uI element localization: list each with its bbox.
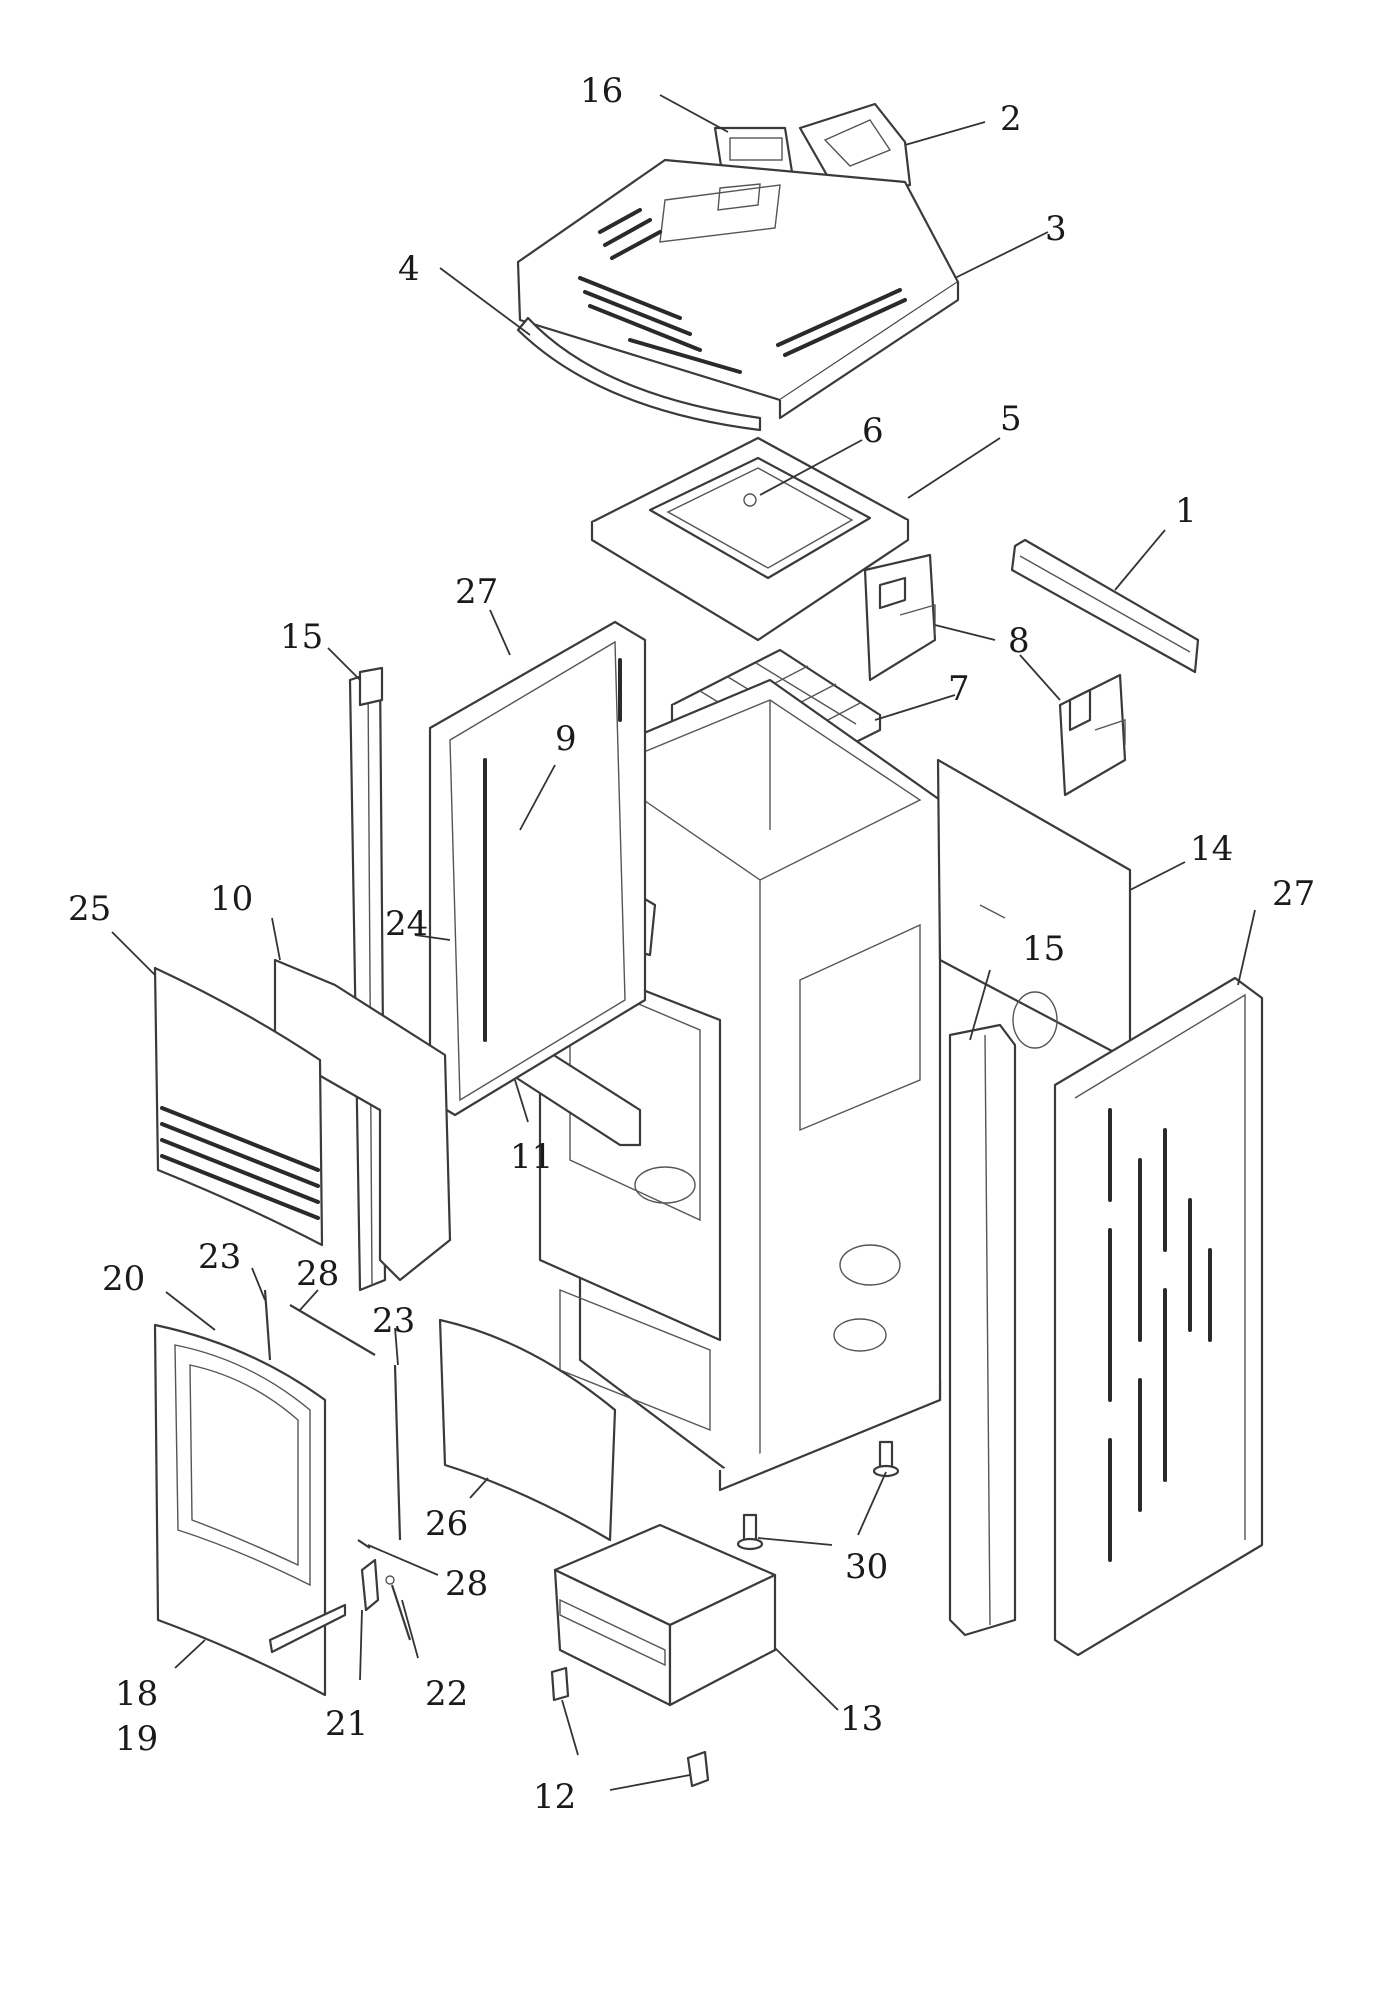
part-22-screw — [385, 1575, 412, 1641]
callout-21: 21 — [325, 1704, 368, 1744]
callout-18: 18 — [115, 1674, 158, 1714]
callout-25: 25 — [68, 889, 111, 929]
callout-28-upper: 28 — [296, 1254, 339, 1294]
callout-28-lower: 28 — [445, 1564, 488, 1604]
callout-9: 9 — [555, 719, 577, 759]
callout-27-left: 27 — [455, 572, 498, 612]
callout-15-left: 15 — [280, 617, 323, 657]
part-18-19-door — [153, 1323, 347, 1697]
callout-1: 1 — [1175, 491, 1197, 531]
part-13-ash-drawer — [553, 1523, 777, 1707]
callout-8: 8 — [1008, 621, 1030, 661]
callout-11: 11 — [510, 1137, 553, 1177]
part-14-rear-panel — [936, 758, 1132, 1062]
part-3-top-cover — [516, 158, 960, 420]
callout-14: 14 — [1190, 829, 1233, 869]
part-23-rod-left — [263, 1289, 272, 1361]
callout-3: 3 — [1045, 209, 1067, 249]
part-25-front-grille — [153, 966, 324, 1247]
part-30-foot-b — [872, 1440, 900, 1478]
part-30-foot-a — [736, 1513, 764, 1551]
callout-10: 10 — [210, 879, 253, 919]
leader-lines — [111, 94, 1256, 1791]
part-27-right-side-panel — [1053, 976, 1264, 1657]
callout-23-right: 23 — [372, 1301, 415, 1341]
part-21-hinge — [360, 1558, 380, 1612]
callout-6: 6 — [862, 411, 884, 451]
callout-12: 12 — [533, 1777, 576, 1817]
part-8-bracket-upper — [863, 553, 937, 682]
callout-labels: 16 2 3 4 6 5 1 8 7 14 15 27 27 15 9 10 2… — [68, 71, 1315, 1817]
part-6-inspection-door — [648, 456, 872, 580]
callout-4: 4 — [398, 249, 420, 289]
callout-22: 22 — [425, 1674, 468, 1714]
part-4-front-trim — [516, 316, 762, 432]
part-12-clip-b — [686, 1750, 710, 1788]
callout-30: 30 — [845, 1547, 888, 1587]
part-12-clip-a — [550, 1666, 570, 1702]
callout-7: 7 — [948, 669, 970, 709]
callout-24: 24 — [385, 904, 428, 944]
part-23-rod-right — [393, 1364, 402, 1541]
part-27-left-side-panel — [428, 620, 647, 1117]
callout-5: 5 — [1000, 399, 1022, 439]
part-28-rod-upper — [289, 1304, 376, 1356]
callout-16: 16 — [580, 71, 623, 111]
callout-19: 19 — [115, 1719, 158, 1759]
part-1-rear-rail — [1010, 538, 1200, 674]
part-15-right-corner-profile — [948, 1023, 1017, 1637]
callout-13: 13 — [840, 1699, 883, 1739]
callout-15-right: 15 — [1022, 929, 1065, 969]
callout-20: 20 — [102, 1259, 145, 1299]
callout-27-right: 27 — [1272, 874, 1315, 914]
part-28-pin — [357, 1539, 371, 1549]
part-26-lower-panel — [438, 1318, 617, 1542]
callout-2: 2 — [1000, 99, 1022, 139]
callout-23-left: 23 — [198, 1237, 241, 1277]
part-8-bracket-lower — [1058, 673, 1127, 797]
callout-26: 26 — [425, 1504, 468, 1544]
